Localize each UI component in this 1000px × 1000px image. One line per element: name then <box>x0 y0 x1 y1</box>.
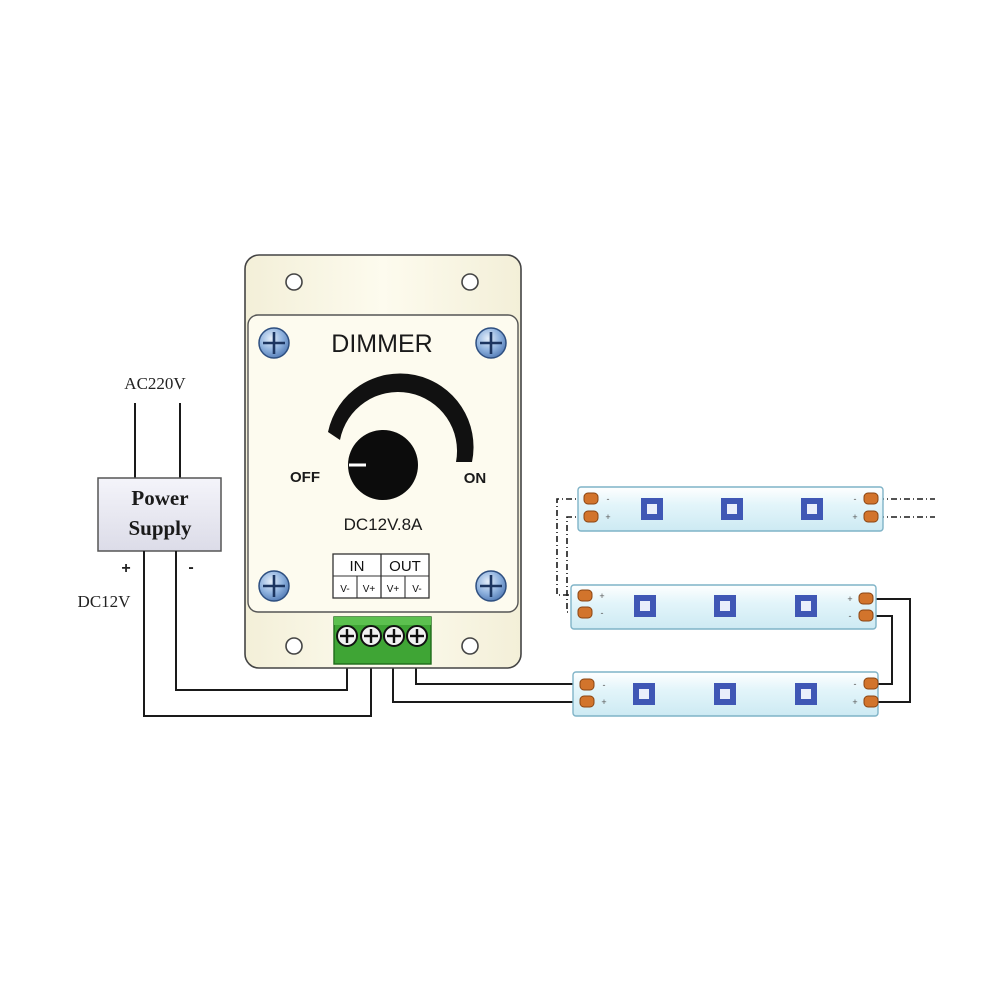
led-strip: + - + - <box>570 584 877 630</box>
solder-pad <box>579 695 595 708</box>
pin-label-out-vplus: V+ <box>387 584 400 595</box>
mounting-hole <box>461 637 479 655</box>
solder-pad <box>863 510 879 523</box>
dimmer-knob[interactable] <box>348 430 418 500</box>
pad-minus-label: - <box>603 680 606 690</box>
pad-minus-label: - <box>601 608 604 618</box>
mounting-hole <box>285 273 303 291</box>
pin-label-out-vminus: V- <box>412 584 421 595</box>
pad-minus-label: - <box>607 494 610 504</box>
led-chip-lens <box>647 504 657 514</box>
wire-psu-positive-to-in-vplus <box>143 551 372 717</box>
solder-pad <box>858 609 874 622</box>
solder-pad <box>579 678 595 691</box>
dimmer-rating: DC12V.8A <box>344 515 423 534</box>
dc-output-label: DC12V <box>78 592 132 611</box>
solder-pad <box>858 592 874 605</box>
pad-minus-label: - <box>854 494 857 504</box>
solder-pad <box>577 589 593 602</box>
power-supply-box <box>97 477 222 552</box>
pad-plus-label: + <box>599 591 604 601</box>
jumper-strip1-to-strip2-a <box>556 498 585 596</box>
terminal-out-label: OUT <box>389 558 421 575</box>
pad-plus-label: + <box>601 697 606 707</box>
screw-icon <box>258 570 290 602</box>
led-chip-lens <box>720 689 730 699</box>
terminal-block <box>333 616 432 665</box>
terminal-screw-icon <box>336 625 358 647</box>
mounting-hole <box>285 637 303 655</box>
ac-voltage-label: AC220V <box>124 374 186 393</box>
terminal-screw-icon <box>406 625 428 647</box>
pad-plus-label: + <box>852 697 857 707</box>
ac-input: AC220V <box>124 374 186 478</box>
led-strip: - + - + <box>572 671 879 717</box>
dimmer-title: DIMMER <box>331 330 432 358</box>
solder-pad <box>583 510 599 523</box>
terminal-screw-icon <box>383 625 405 647</box>
dial-off-label: OFF <box>290 469 320 486</box>
led-chip-lens <box>720 601 730 611</box>
dial-scale-arc <box>328 373 474 462</box>
led-chip-lens <box>639 689 649 699</box>
terminal-label-block: IN OUT V- V+ V+ V- <box>332 553 430 599</box>
solder-pad <box>863 695 879 708</box>
power-supply: Power Supply + - DC12V <box>78 477 222 611</box>
led-strip: - + - + <box>577 486 884 532</box>
pad-plus-label: + <box>847 594 852 604</box>
pin-label-in-vminus: V- <box>340 584 349 595</box>
solder-pad <box>863 677 879 690</box>
solder-pad <box>583 492 599 505</box>
screw-icon <box>475 570 507 602</box>
jumper-strip2-to-strip3-a <box>870 598 911 703</box>
terminal-screw-icon <box>360 625 382 647</box>
led-chip-lens <box>640 601 650 611</box>
led-chip-lens <box>727 504 737 514</box>
pad-minus-label: - <box>854 679 857 689</box>
led-chip-lens <box>801 689 811 699</box>
dial-on-label: ON <box>464 470 487 487</box>
pad-plus-label: + <box>605 512 610 522</box>
screw-icon <box>258 327 290 359</box>
power-supply-label-line1: Power <box>131 486 188 510</box>
led-chip-lens <box>807 504 817 514</box>
screw-icon <box>475 327 507 359</box>
led-chip-lens <box>801 601 811 611</box>
solder-pad <box>577 606 593 619</box>
power-supply-plus-label: + <box>121 560 130 577</box>
pad-plus-label: + <box>852 512 857 522</box>
jumper-strip2-to-strip3-b <box>870 615 893 685</box>
power-supply-label-line2: Supply <box>128 516 192 540</box>
pin-label-in-vplus: V+ <box>363 584 376 595</box>
power-supply-minus-label: - <box>188 559 193 576</box>
solder-pad <box>863 492 879 505</box>
dimmer-unit: DIMMER OFF ON DC12V.8A IN OUT V- V+ V+ V… <box>244 254 522 669</box>
terminal-in-label: IN <box>350 558 365 575</box>
mounting-hole <box>461 273 479 291</box>
pad-minus-label: - <box>849 611 852 621</box>
